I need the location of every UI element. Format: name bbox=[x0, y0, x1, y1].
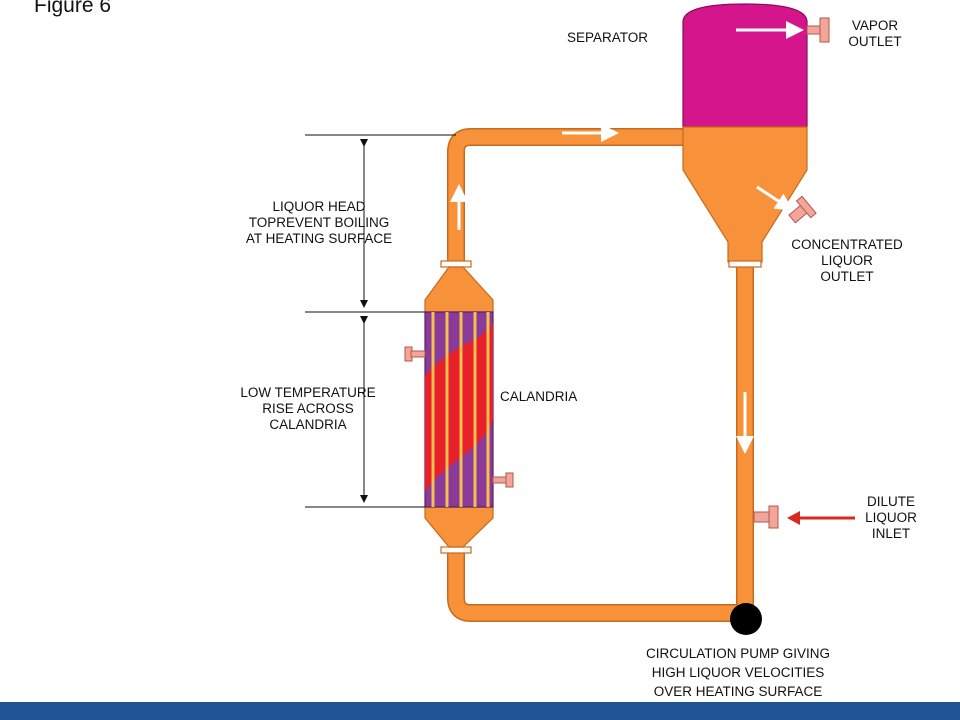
concentrated-outlet-nozzle bbox=[788, 195, 817, 224]
circulation-pipe bbox=[447, 128, 690, 262]
separator-label: SEPARATOR bbox=[567, 30, 649, 45]
low-temp-rise-line-1: LOW TEMPERATURE bbox=[240, 385, 376, 400]
vapor-outlet-nozzle bbox=[806, 17, 830, 43]
liquor-head-line-3: AT HEATING SURFACE bbox=[245, 231, 393, 246]
footer-bar bbox=[0, 702, 960, 720]
condensate-outlet-nozzle bbox=[492, 472, 514, 488]
low-temp-rise-line-3: CALANDRIA bbox=[269, 417, 347, 432]
dilute-inlet-label: DILUTE LIQUOR INLET bbox=[852, 494, 930, 542]
flange-calandria-top bbox=[440, 260, 472, 268]
pump-line-3: OVER HEATING SURFACE bbox=[653, 684, 823, 699]
separator-liquor-cone bbox=[682, 126, 808, 263]
dilute-inlet-nozzle bbox=[753, 505, 779, 529]
liquor-head-line-2: TOPREVENT BOILING bbox=[248, 215, 390, 230]
low-temp-rise-line-2: RISE ACROSS bbox=[262, 401, 354, 416]
circulation-pipe-fill bbox=[448, 129, 690, 262]
calandria-label: CALANDRIA bbox=[500, 389, 578, 404]
concentrated-outlet-label: CONCENTRATED LIQUOR OUTLET bbox=[772, 237, 922, 285]
dilute-inlet-line-1: DILUTE bbox=[866, 494, 915, 509]
liquor-head-label: LIQUOR HEAD TOPREVENT BOILING AT HEATING… bbox=[224, 199, 414, 247]
pump-line-2: HIGH LIQUOR VELOCITIES bbox=[651, 665, 825, 680]
vapor-outlet-line-1: VAPOR bbox=[851, 18, 899, 33]
return-pipe-fill bbox=[448, 265, 753, 621]
pump-label: CIRCULATION PUMP GIVING HIGH LIQUOR VELO… bbox=[598, 644, 878, 701]
concentrated-outlet-line-1: CONCENTRATED bbox=[791, 237, 903, 252]
concentrated-outlet-line-2: LIQUOR bbox=[821, 253, 873, 268]
steam-inlet-nozzle bbox=[404, 346, 426, 362]
liquor-head-line-1: LIQUOR HEAD bbox=[272, 199, 366, 214]
vapor-outlet-line-2: OUTLET bbox=[848, 34, 902, 49]
calandria-top-head bbox=[424, 266, 494, 313]
dilute-inlet-arrowhead bbox=[787, 511, 800, 525]
vapor-outlet-label: VAPOR OUTLET bbox=[842, 18, 908, 50]
dimension-lines bbox=[305, 134, 456, 508]
return-pipe bbox=[447, 265, 754, 622]
dilute-inlet-line-2: LIQUOR bbox=[865, 510, 917, 525]
calandria-bottom-head bbox=[424, 506, 494, 548]
dilute-inlet-line-3: INLET bbox=[871, 526, 911, 541]
low-temp-rise-label: LOW TEMPERATURE RISE ACROSS CALANDRIA bbox=[228, 385, 388, 433]
calandria-tubes bbox=[431, 312, 490, 507]
figure-title: Figure 6 bbox=[34, 0, 112, 17]
concentrate-flow-arrow bbox=[756, 185, 794, 211]
separator-vapor-space bbox=[682, 3, 808, 128]
pump-line-1: CIRCULATION PUMP GIVING bbox=[645, 646, 831, 661]
circulation-pump-icon bbox=[730, 603, 762, 635]
flange-calandria-bottom bbox=[440, 546, 472, 554]
flange-separator-bottom bbox=[728, 260, 762, 268]
concentrated-outlet-line-3: OUTLET bbox=[820, 269, 874, 284]
